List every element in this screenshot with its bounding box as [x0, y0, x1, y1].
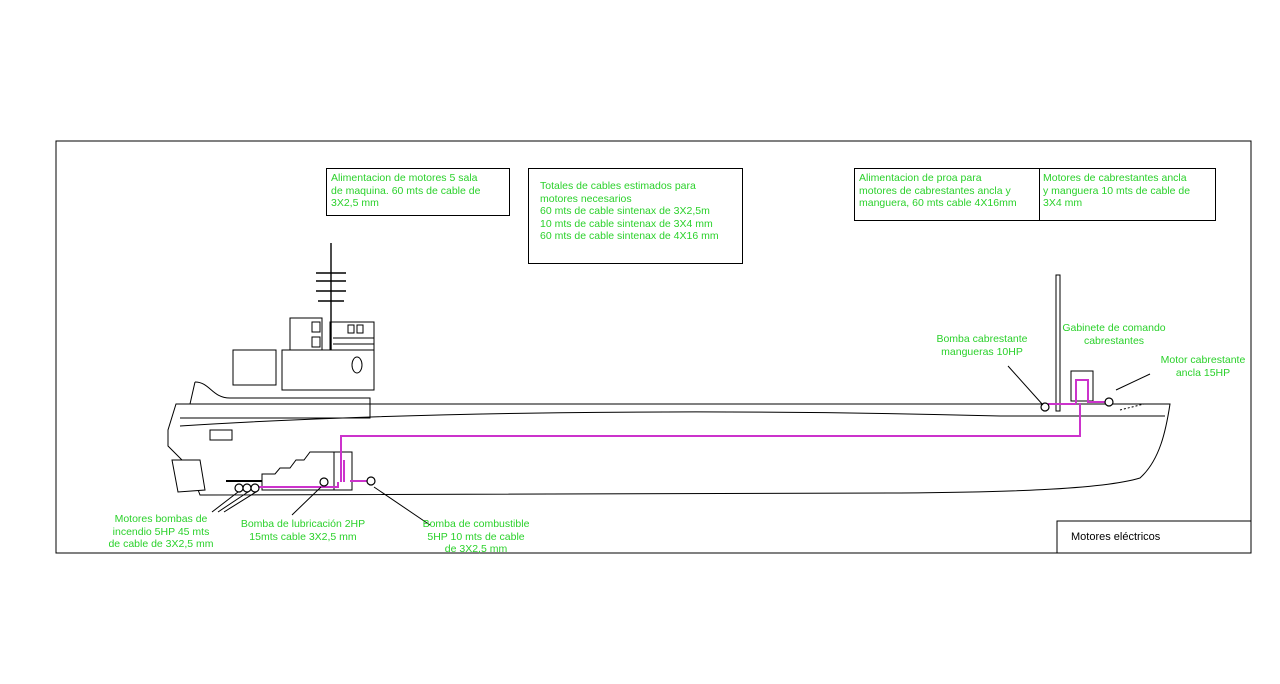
label-hose-capstan-pump: Bomba cabrestante mangueras 10HP [926, 333, 1038, 358]
info-line: Alimentacion de proa para [859, 172, 982, 184]
info-box-capstan-motors [1039, 168, 1216, 221]
info-box-cable-totals-text: Totales de cables estimados para motores… [540, 180, 719, 243]
fuel-pump-motor [366, 476, 376, 486]
label-line: Bomba de lubricación 2HP [240, 518, 366, 530]
label-fire-pump-motors: Motores bombas de incendio 5HP 45 mts de… [100, 513, 222, 551]
label-line: 15mts cable 3X2,5 mm [249, 530, 357, 543]
info-line: manguera, 60 mts cable 4X16mm [859, 197, 1017, 209]
superstructure [232, 317, 375, 391]
info-box-bow-feed [854, 168, 1041, 221]
label-line: 5HP 10 mts de cable [427, 530, 525, 543]
info-line: Motores de cabrestantes ancla [1043, 172, 1187, 184]
info-line: 60 mts de cable sintenax de 4X16 mm [540, 230, 719, 242]
info-line: 3X4 mm [1043, 197, 1083, 209]
info-line: 3X2,5 mm [331, 197, 379, 209]
label-line: ancla 15HP [1175, 366, 1231, 379]
label-anchor-capstan-motor: Motor cabrestante ancla 15HP [1150, 354, 1256, 379]
label-line: Motores bombas de [114, 513, 208, 525]
leader-lines [211, 365, 1151, 526]
title-block-text: Motores eléctricos [1071, 531, 1161, 543]
info-line: 10 mts de cable sintenax de 3X4 mm [540, 217, 713, 230]
drawing-frame [55, 140, 1252, 554]
label-line: Bomba de combustible [422, 518, 530, 530]
label-line: Bomba cabrestante [936, 333, 1028, 345]
info-line: Alimentacion de motores 5 sala [331, 172, 478, 184]
info-line: Totales de cables estimados para [540, 180, 696, 192]
label-capstan-control-cabinet: Gabinete de comando cabrestantes [1060, 322, 1168, 347]
lube-pump-motor [319, 477, 329, 487]
info-box-capstan-motors-text: Motores de cabrestantes ancla y manguera… [1043, 172, 1190, 210]
label-line: incendio 5HP 45 mts [112, 525, 210, 538]
label-line: cabrestantes [1083, 334, 1145, 347]
info-box-engine-room-feed-text: Alimentacion de motores 5 sala de maquin… [331, 172, 480, 210]
label-line: mangueras 10HP [941, 345, 1023, 358]
label-line: Gabinete de comando [1062, 322, 1166, 334]
ship-hull [167, 381, 1171, 496]
title-block [1056, 520, 1252, 554]
motor-symbols [234, 397, 1114, 493]
label-lube-pump: Bomba de lubricación 2HP 15mts cable 3X2… [230, 518, 376, 543]
label-line: de 3X2,5 mm [444, 543, 508, 555]
fire-pump-motor-2 [242, 483, 252, 493]
fire-pump-motor-3 [250, 483, 260, 493]
info-box-cable-totals [528, 168, 743, 264]
info-line: 60 mts de cable sintenax de 3X2,5m [540, 205, 710, 217]
label-fuel-pump: Bomba de combustible 5HP 10 mts de cable… [410, 518, 542, 556]
info-line: y manguera 10 mts de cable de [1043, 184, 1191, 197]
info-box-bow-feed-text: Alimentacion de proa para motores de cab… [859, 172, 1017, 210]
info-line: motores necesarios [540, 192, 632, 205]
control-cabinet [1070, 370, 1094, 402]
label-line: Motor cabrestante [1160, 354, 1246, 366]
info-line: motores de cabrestantes ancla y [859, 184, 1011, 197]
info-line: de maquina. 60 mts de cable de [331, 184, 481, 197]
anchor-capstan-motor [1104, 397, 1114, 407]
mast [316, 243, 346, 350]
label-line: de cable de 3X2,5 mm [108, 538, 214, 550]
fire-pump-motor-1 [234, 483, 244, 493]
info-box-engine-room-feed [326, 168, 510, 216]
bow-mast [1055, 274, 1061, 412]
